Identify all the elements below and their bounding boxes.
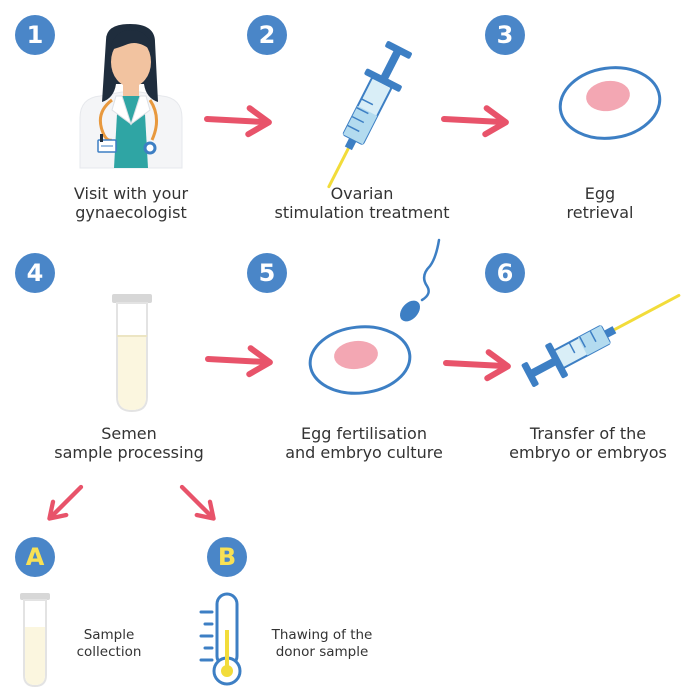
step-4-badge: 4 [15,253,55,293]
transfer-syringe-icon [521,293,681,387]
arrow-icon [43,480,88,525]
arrow-icon [445,350,508,379]
syringe-icon [327,41,412,189]
step-3-badge: 3 [485,15,525,55]
option-b-badge: B [207,537,247,577]
arrow-icon [443,106,506,135]
fertilised-egg-icon [308,325,412,395]
egg-icon [558,66,662,140]
option-a-badge: A [15,537,55,577]
step-6-badge: 6 [485,253,525,293]
step-5-badge: 5 [247,253,287,293]
sperm-icon [400,238,441,322]
step-1-badge: 1 [15,15,55,55]
test-tube-icon [112,294,152,413]
thermometer-icon [199,592,242,686]
step-2-badge: 2 [247,15,287,55]
doctor-icon [79,24,183,169]
arrow-icon [207,346,270,375]
arrow-icon [206,106,269,135]
arrow-icon [175,480,220,525]
sample-tube-icon [20,593,50,688]
